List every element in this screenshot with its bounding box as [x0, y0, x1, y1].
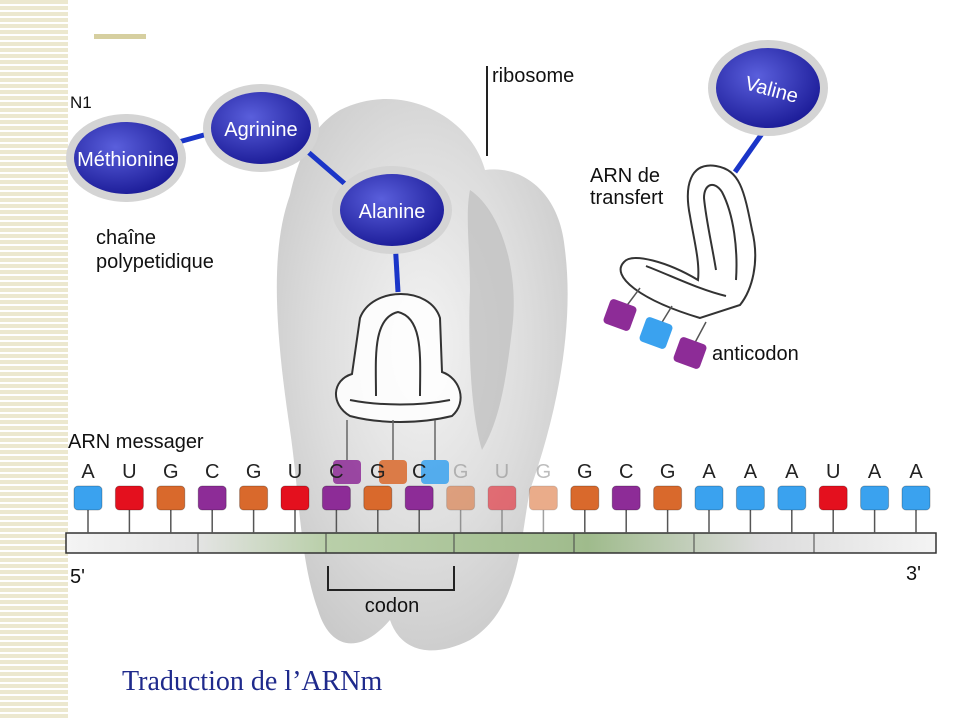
amino-acid-label: Méthionine [77, 149, 175, 171]
amino-acid-valine: Valine [708, 40, 828, 136]
mrna-base-letter: G [453, 461, 469, 483]
mrna-base-block [694, 485, 724, 511]
mrna-base-block [528, 485, 558, 511]
anticodon-base [673, 337, 707, 369]
mrna-base-block [114, 485, 144, 511]
mrna-base-block [321, 485, 351, 511]
mrna-base: G [653, 461, 683, 533]
mrna-base-block [735, 485, 765, 511]
mrna-base-block [487, 485, 517, 511]
mrna-base: C [321, 461, 351, 533]
mrna-base-letter: G [246, 461, 262, 483]
free-trna-outline [619, 164, 757, 320]
trna-label-line1: ARN de [590, 165, 660, 187]
mrna-base: U [114, 461, 144, 533]
three-prime-label: 3' [906, 563, 921, 585]
mrna-base-letter: A [868, 461, 882, 483]
mrna-base: G [239, 461, 269, 533]
bound-anticodon-base [421, 460, 449, 484]
mrna-base-letter: C [412, 461, 426, 483]
mrna-base-letter: A [909, 461, 923, 483]
mrna-base-block [156, 485, 186, 511]
mrna-base: G [446, 461, 476, 533]
bound-anticodon-base [333, 460, 361, 484]
trna-label-line2: transfert [590, 187, 664, 209]
mrna-base: G [528, 461, 558, 533]
mrna-base-block [901, 485, 931, 511]
mrna-base-block [611, 485, 641, 511]
mrna-base: A [777, 461, 807, 533]
mrna-strand [65, 532, 937, 554]
title-accent-bar [94, 34, 146, 39]
n-terminal-label: N1 [70, 93, 92, 112]
mrna-base-block [239, 485, 269, 511]
mrna-base-block [570, 485, 600, 511]
mrna-base: U [487, 461, 517, 533]
anticodon-label: anticodon [712, 343, 799, 365]
amino-acid-methionine: Méthionine [66, 114, 186, 202]
mrna-base-block [73, 485, 103, 511]
amino-acid-label: Agrinine [224, 119, 297, 141]
mrna-base-block [818, 485, 848, 511]
mrna-base-block [653, 485, 683, 511]
mrna-base: A [860, 461, 890, 533]
anticodon-base [603, 299, 637, 331]
chain-label-line2: polypetidique [96, 251, 214, 273]
mrna-base-letter: A [785, 461, 799, 483]
mrna-base: C [404, 461, 434, 533]
mrna-base-block [363, 485, 393, 511]
mrna-base: U [818, 461, 848, 533]
mrna-base-letter: G [370, 461, 386, 483]
mrna-base: A [73, 461, 103, 533]
mrna-base-letter: C [329, 461, 343, 483]
mrna-base: A [694, 461, 724, 533]
mrna-base: U [280, 461, 310, 533]
mrna-base-letter: A [81, 461, 95, 483]
ribosome-label: ribosome [492, 65, 574, 87]
mrna-base-block [860, 485, 890, 511]
mrna-base-letter: U [122, 461, 136, 483]
mrna-codon-dividers [197, 533, 815, 553]
mrna-base-letter: U [826, 461, 840, 483]
mrna-base: G [363, 461, 393, 533]
amino-acid-alanine: Alanine [332, 166, 452, 254]
chain-label-line1: chaîne [96, 227, 156, 249]
amino-acid-label: Alanine [359, 201, 426, 223]
mrna-base: G [570, 461, 600, 533]
mrna-base: G [156, 461, 186, 533]
mrna-base: A [901, 461, 931, 533]
mrna-base-block [777, 485, 807, 511]
mrna-base: A [735, 461, 765, 533]
free-trna-inner [645, 183, 738, 297]
mrna-base-letter: U [495, 461, 509, 483]
bound-anticodon-base [379, 460, 407, 484]
five-prime-label: 5' [70, 566, 85, 588]
slide-caption: Traduction de l’ARNm [122, 666, 383, 697]
bound-trna-inner [349, 310, 451, 406]
mrna-base-letter: G [163, 461, 179, 483]
bound-trna-outline [335, 293, 462, 423]
mrna-base-letter: G [577, 461, 593, 483]
mrna-base-block [446, 485, 476, 511]
mrna-base-letter: G [660, 461, 676, 483]
mrna-base-letter: A [744, 461, 758, 483]
mrna-base-block [280, 485, 310, 511]
codon-bracket [327, 566, 455, 591]
mrna-base-letter: G [536, 461, 552, 483]
mrna-base-letter: A [702, 461, 716, 483]
mrna-base: C [197, 461, 227, 533]
mrna-base-block [404, 485, 434, 511]
amino-acid-agrinine: Agrinine [203, 84, 319, 172]
mrna-base-block [197, 485, 227, 511]
mrna-base-letter: C [619, 461, 633, 483]
anticodon-base [639, 317, 673, 349]
mrna-label: ARN messager [68, 431, 204, 453]
mrna-base-letter: C [205, 461, 219, 483]
decorative-stripe-border [0, 0, 68, 720]
codon-label: codon [365, 595, 420, 617]
mrna-base-letter: U [288, 461, 302, 483]
mrna-base: C [611, 461, 641, 533]
